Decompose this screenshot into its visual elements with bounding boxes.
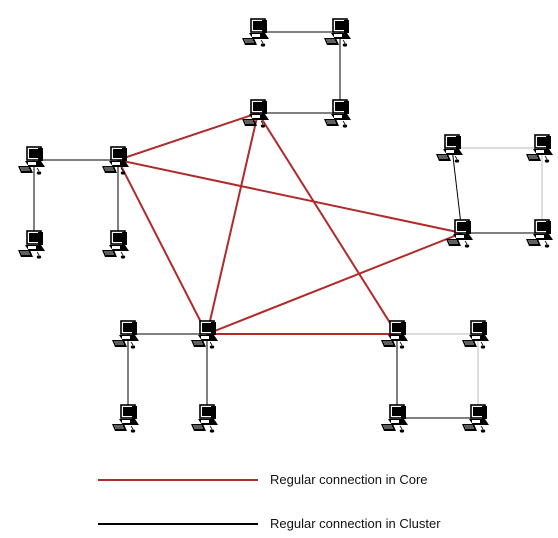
core-link-n6-n3: [117, 112, 259, 161]
desktop-computer-icon-n18: [461, 320, 490, 350]
desktop-computer-icon-n12: [525, 219, 554, 249]
desktop-computer-icon-n20: [461, 404, 490, 434]
desktop-computer-icon-n10: [525, 134, 554, 164]
desktop-computer-icon-n2: [323, 18, 352, 48]
desktop-computer-icon-n5: [17, 146, 46, 176]
desktop-computer-icon-n7: [17, 230, 46, 260]
core-link-n14-n11: [206, 232, 463, 335]
core-links: [117, 112, 463, 335]
core-link-n6-n14: [117, 159, 208, 335]
computer-nodes: [17, 18, 554, 434]
legend-core-label: Regular connection in Core: [270, 472, 428, 487]
desktop-computer-icon-n13: [111, 320, 140, 350]
legend-cluster-label: Regular connection in Cluster: [270, 516, 441, 531]
desktop-computer-icon-n4: [323, 99, 352, 129]
desktop-computer-icon-n9: [435, 134, 464, 164]
cluster-link-n9-n11: [451, 147, 463, 234]
core-link-n3-n14: [206, 112, 259, 335]
desktop-computer-icon-n14: [190, 320, 219, 350]
desktop-computer-icon-n1: [241, 18, 270, 48]
desktop-computer-icon-n15: [111, 404, 140, 434]
desktop-computer-icon-n8: [101, 230, 130, 260]
legend: [98, 479, 258, 525]
desktop-computer-icon-n6: [101, 146, 130, 176]
desktop-computer-icon-n16: [190, 404, 219, 434]
cluster-links: [33, 31, 543, 419]
core-link-n3-n17: [257, 112, 398, 335]
desktop-computer-icon-n19: [380, 404, 409, 434]
core-link-n6-n11: [117, 159, 463, 234]
